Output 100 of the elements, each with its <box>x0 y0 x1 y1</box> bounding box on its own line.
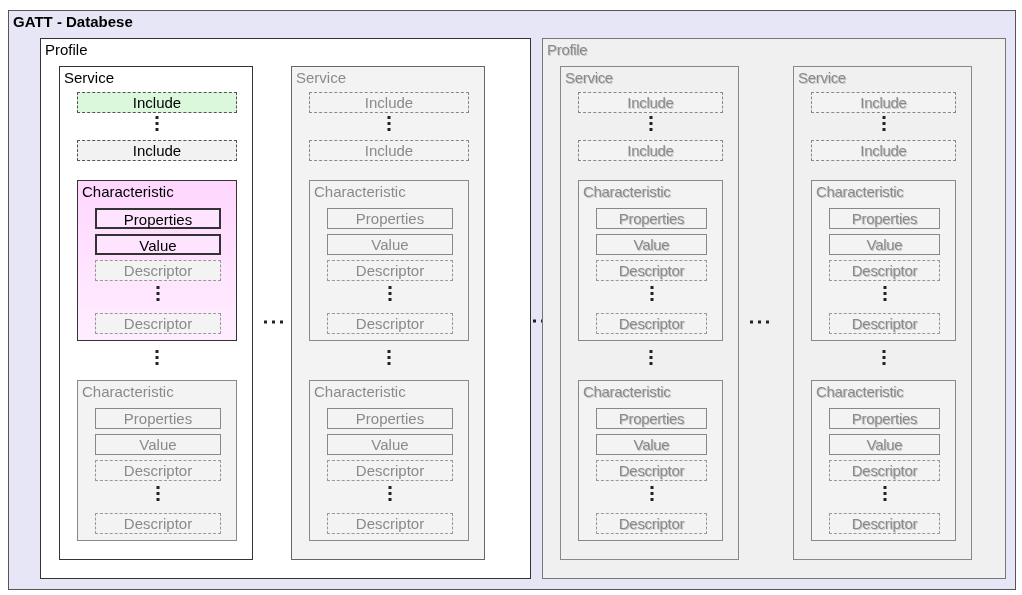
profile-panel <box>542 38 1006 579</box>
box-label: Properties <box>617 409 686 428</box>
characteristic-panel <box>309 380 469 541</box>
panel-heading: Profile <box>547 40 588 59</box>
characteristic-panel <box>77 180 237 341</box>
panel-heading: Service <box>565 68 613 87</box>
include-box <box>811 92 956 113</box>
characteristic-panel <box>811 180 956 341</box>
attribute-box <box>95 434 221 455</box>
characteristic-panel <box>578 180 723 341</box>
descriptor-box <box>327 460 453 481</box>
box-label: Descriptor <box>354 261 426 280</box>
box-label: Properties <box>850 209 919 228</box>
box-label: Value <box>138 435 178 454</box>
include-box <box>811 140 956 161</box>
box-label: Descriptor <box>354 314 426 333</box>
box-label: Include <box>363 141 415 160</box>
panel-heading: Service <box>296 68 347 87</box>
box-label: Include <box>626 141 675 160</box>
descriptor-box <box>327 260 453 281</box>
include-box <box>77 92 237 113</box>
box-label: Properties <box>354 209 426 228</box>
service-panel <box>59 66 253 560</box>
characteristic-panel <box>77 380 237 541</box>
box-label: Value <box>865 435 904 454</box>
box-label: Descriptor <box>617 461 686 480</box>
box-label: Properties <box>354 409 426 428</box>
panel-heading: Service <box>64 68 115 87</box>
panel-heading: GATT - Databese <box>13 12 133 31</box>
panel-heading: Characteristic <box>82 182 174 201</box>
panel-heading: Characteristic <box>314 382 406 401</box>
box-label: Descriptor <box>354 461 426 480</box>
box-label: Value <box>865 235 904 254</box>
include-box <box>309 92 469 113</box>
box-label: Descriptor <box>617 314 686 333</box>
box-label: Include <box>131 93 183 112</box>
attribute-box <box>596 408 707 429</box>
descriptor-box <box>327 313 453 334</box>
panel-heading: Characteristic <box>583 182 671 201</box>
characteristic-panel <box>811 380 956 541</box>
box-label: Properties <box>122 409 194 428</box>
attribute-box <box>829 234 940 255</box>
database-panel <box>8 10 1016 590</box>
box-label: Descriptor <box>122 461 194 480</box>
attribute-box <box>829 408 940 429</box>
box-label: Descriptor <box>617 261 686 280</box>
box-label: Descriptor <box>850 514 919 533</box>
descriptor-box <box>95 260 221 281</box>
panel-heading: Characteristic <box>82 382 174 401</box>
box-label: Value <box>632 235 671 254</box>
box-label: Descriptor <box>122 514 194 533</box>
descriptor-box <box>829 513 940 534</box>
attribute-box <box>327 234 453 255</box>
descriptor-box <box>829 260 940 281</box>
box-label: Properties <box>122 210 194 229</box>
attribute-box <box>596 234 707 255</box>
service-panel <box>793 66 972 560</box>
attribute-box <box>327 434 453 455</box>
box-label: Descriptor <box>122 261 194 280</box>
characteristic-panel <box>309 180 469 341</box>
box-label: Include <box>859 141 908 160</box>
box-label: Include <box>626 93 675 112</box>
box-label: Descriptor <box>850 314 919 333</box>
attribute-box <box>95 208 221 229</box>
box-label: Value <box>370 435 410 454</box>
descriptor-box <box>596 513 707 534</box>
attribute-box <box>327 408 453 429</box>
panel-heading: Characteristic <box>816 382 904 401</box>
profile-panel <box>40 38 531 579</box>
descriptor-box <box>829 460 940 481</box>
descriptor-box <box>596 313 707 334</box>
service-panel <box>560 66 739 560</box>
descriptor-box <box>596 460 707 481</box>
panel-heading: Characteristic <box>314 182 406 201</box>
attribute-box <box>95 408 221 429</box>
box-label: Include <box>131 141 183 160</box>
descriptor-box <box>829 313 940 334</box>
attribute-box <box>95 234 221 255</box>
attribute-box <box>829 208 940 229</box>
attribute-box <box>327 208 453 229</box>
include-box <box>77 140 237 161</box>
include-box <box>578 140 723 161</box>
descriptor-box <box>327 513 453 534</box>
panel-heading: Characteristic <box>816 182 904 201</box>
box-label: Value <box>138 236 178 255</box>
panel-heading: Service <box>798 68 846 87</box>
box-label: Descriptor <box>850 261 919 280</box>
box-label: Value <box>370 235 410 254</box>
box-label: Descriptor <box>354 514 426 533</box>
descriptor-box <box>596 260 707 281</box>
box-label: Descriptor <box>617 514 686 533</box>
box-label: Properties <box>850 409 919 428</box>
descriptor-box <box>95 513 221 534</box>
panel-heading: Characteristic <box>583 382 671 401</box>
box-label: Descriptor <box>850 461 919 480</box>
box-label: Include <box>859 93 908 112</box>
attribute-box <box>829 434 940 455</box>
include-box <box>578 92 723 113</box>
service-panel <box>291 66 485 560</box>
attribute-box <box>596 434 707 455</box>
